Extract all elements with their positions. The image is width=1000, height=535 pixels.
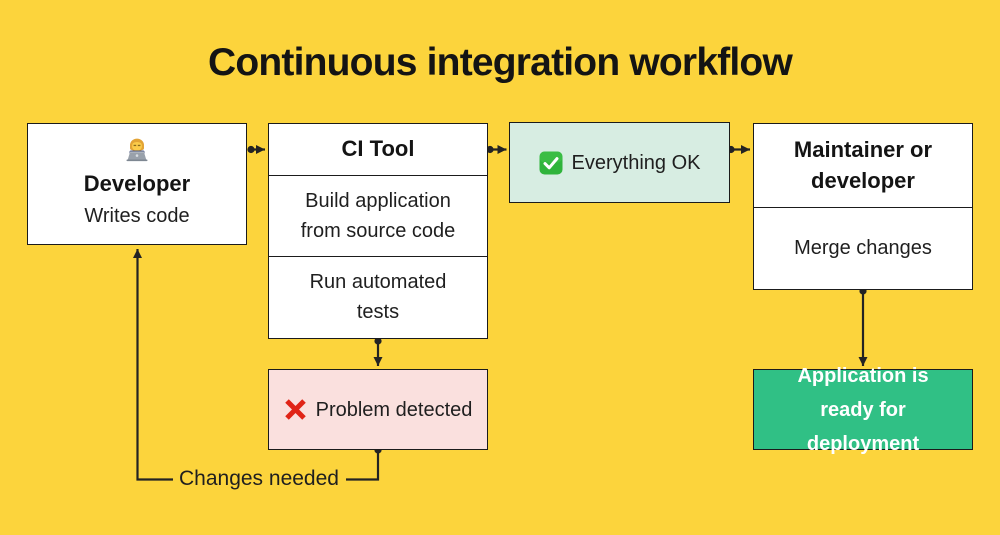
cross-mark-icon <box>284 398 307 421</box>
everything-ok-label: Everything OK <box>571 151 701 174</box>
diagram-title: Continuous integration workflow <box>208 41 793 84</box>
ci-tool-title: CI Tool <box>341 136 415 162</box>
node-ci-tool: CI Tool Build application from source co… <box>268 123 488 339</box>
problem-detected-label: Problem detected <box>315 398 473 421</box>
check-mark-icon <box>539 151 563 175</box>
edge-problem-to-label <box>346 450 380 481</box>
woman-technologist-icon <box>123 137 151 164</box>
node-problem-detected: Problem detected <box>268 369 488 450</box>
ci-tool-step-build: Build application from source code <box>269 175 487 256</box>
node-maintainer: Maintainer or developer Merge changes <box>753 123 973 290</box>
joint-dot <box>247 145 255 154</box>
edge-label-to-developer <box>133 249 173 481</box>
maintainer-subtitle: Merge changes <box>754 207 972 288</box>
node-everything-ok: Everything OK <box>509 122 730 203</box>
ci-tool-step-tests: Run automated tests <box>269 256 487 337</box>
node-developer: Developer Writes code <box>27 123 247 245</box>
node-deploy-ready: Application is ready for deployment <box>753 365 973 455</box>
developer-subtitle: Writes code <box>84 205 190 228</box>
changes-needed-label: Changes needed <box>179 467 339 490</box>
maintainer-title: Maintainer or developer <box>793 136 933 193</box>
developer-title: Developer <box>83 170 191 196</box>
deploy-ready-label: Application is ready for deployment <box>797 364 929 455</box>
